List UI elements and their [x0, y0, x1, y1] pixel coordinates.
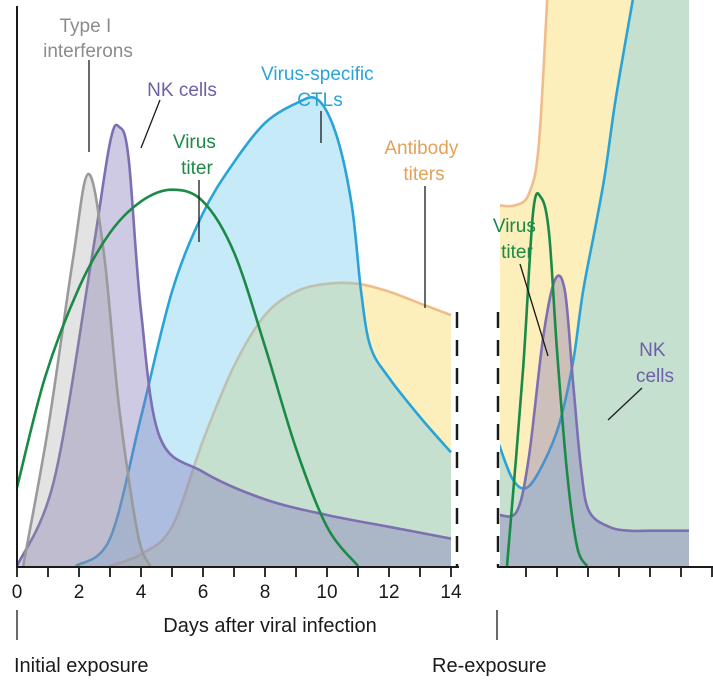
ctl-reexposure-area	[500, 0, 689, 566]
interferons-area	[23, 173, 151, 566]
x-tick-label: 8	[260, 582, 271, 603]
label-nk-cells-reexposure: NK cells	[636, 340, 674, 387]
virus-reexposure-line	[505, 192, 589, 567]
axes	[16, 6, 713, 640]
ctl-primary-area	[75, 97, 452, 567]
x-tick-label: 6	[198, 582, 209, 603]
nk-reexposure-area	[500, 275, 689, 566]
leader-line	[607, 387, 643, 421]
x-axis-ticks: 0 2 4 6 8 10 12 14	[12, 567, 713, 603]
x-tick-label: 12	[378, 582, 399, 603]
antibody-reexposure-area	[500, 0, 689, 566]
label-virus-titer-primary: Virus titer	[173, 132, 221, 179]
primary-response-panel	[15, 96, 452, 568]
antibody-primary-line	[109, 281, 452, 568]
virus-primary-line	[15, 188, 360, 567]
nk-primary-line	[15, 123, 452, 567]
x-tick-label: 10	[316, 582, 337, 603]
x-tick-label: 14	[440, 582, 462, 603]
reexposure-response-panel	[500, 0, 689, 567]
leader-line	[519, 263, 549, 357]
x-tick-label: 4	[136, 582, 147, 603]
nk-reexposure-line	[500, 274, 689, 533]
label-virus-specific-ctls: Virus-specific CTLs	[261, 64, 379, 111]
label-leader-lines	[88, 60, 643, 421]
ctl-reexposure-line	[500, 0, 635, 490]
antibody-primary-area	[110, 282, 451, 566]
ctl-primary-line	[75, 96, 452, 568]
label-interferons: Type I interferons	[43, 16, 133, 62]
x-axis-title: Days after viral infection	[163, 615, 376, 637]
leader-line	[140, 99, 161, 149]
antibody-reexposure-line	[500, 0, 549, 208]
x-tick-label: 2	[74, 582, 85, 603]
x-tick-label: 0	[12, 582, 23, 603]
interferons-line	[21, 172, 152, 567]
label-virus-titer-reexposure: Virus titer	[493, 216, 541, 263]
label-nk-cells-primary: NK cells	[147, 80, 217, 101]
phase-label-initial-exposure: Initial exposure	[14, 655, 149, 677]
phase-label-reexposure: Re-exposure	[432, 655, 547, 677]
label-antibody-titers: Antibody titers	[384, 138, 463, 185]
